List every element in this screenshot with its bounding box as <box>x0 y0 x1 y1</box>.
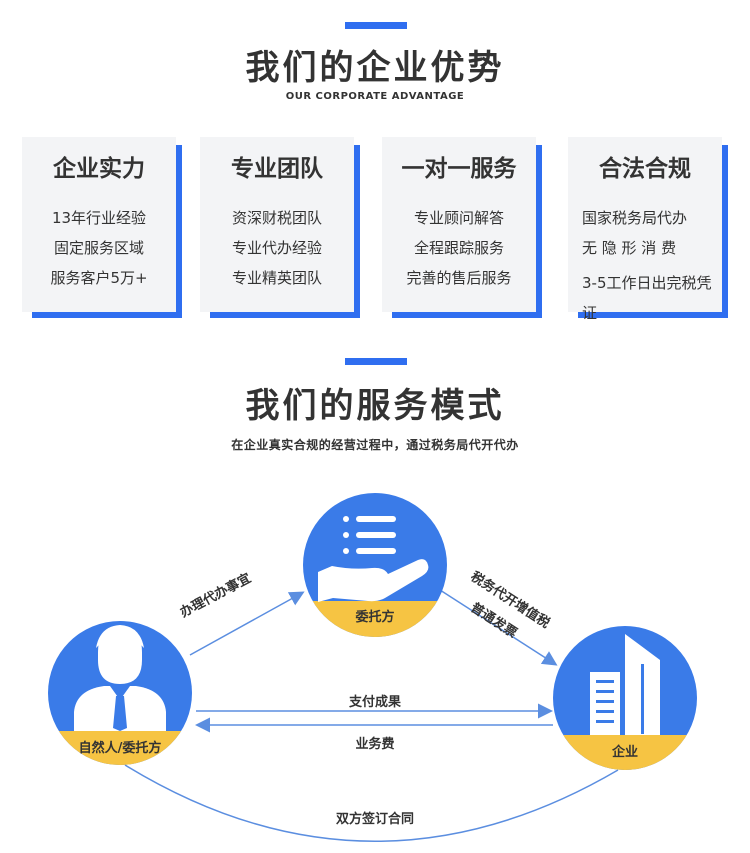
card-lines: 国家税务局代办 无 隐 形 消 费 3-5工作日出完税凭证 <box>568 203 722 328</box>
card-title: 合法合规 <box>599 156 691 182</box>
hand-icon <box>318 559 429 602</box>
card-line: 完善的售后服务 <box>406 269 512 287</box>
card-lines: 专业顾问解答 全程跟踪服务 完善的售后服务 <box>382 203 536 293</box>
building-icon <box>590 634 660 735</box>
section2-subtitle: 在企业真实合规的经营过程中，通过税务局代开代办 <box>231 438 519 452</box>
section2-title: 我们的服务模式 <box>245 386 505 426</box>
edge-contract-label: 双方签订合同 <box>335 812 414 827</box>
section1-subtitle: OUR CORPORATE ADVANTAGE <box>285 91 465 102</box>
advantage-card-one-on-one: 一对一服务 专业顾问解答 全程跟踪服务 完善的售后服务 <box>382 137 542 318</box>
card-title: 企业实力 <box>53 156 145 182</box>
card-line: 全程跟踪服务 <box>413 239 504 257</box>
card-face: 企业实力 13年行业经验 固定服务区域 服务客户5万+ <box>22 137 176 312</box>
card-line: 服务客户5万+ <box>50 269 148 287</box>
node-agent-label: 委托方 <box>355 610 395 625</box>
card-line: 专业顾问解答 <box>413 209 504 227</box>
person-icon <box>74 625 166 731</box>
card-line: 国家税务局代办 <box>582 209 688 227</box>
contract-curve <box>124 764 619 842</box>
card-line: 专业代办经验 <box>231 239 322 257</box>
card-title: 一对一服务 <box>401 156 517 182</box>
card-line: 固定服务区域 <box>53 239 144 257</box>
node-company-label: 企业 <box>611 745 638 760</box>
section1-accent-bar <box>345 22 407 29</box>
card-face: 专业团队 资深财税团队 专业代办经验 专业精英团队 <box>200 137 354 312</box>
card-line: 无 隐 形 消 费 <box>582 239 677 257</box>
card-line: 专业精英团队 <box>231 269 322 287</box>
card-line: 资深财税团队 <box>231 209 322 227</box>
arrow-client-to-agent <box>189 591 305 656</box>
card-title: 专业团队 <box>231 156 323 182</box>
advantage-card-compliance: 合法合规 国家税务局代办 无 隐 形 消 费 3-5工作日出完税凭证 <box>568 137 728 322</box>
card-face: 一对一服务 专业顾问解答 全程跟踪服务 完善的售后服务 <box>382 137 536 312</box>
card-lines: 资深财税团队 专业代办经验 专业精英团队 <box>200 203 354 293</box>
edge-pay-result-label: 支付成果 <box>348 695 401 710</box>
edge-service-fee-label: 业务费 <box>355 737 395 752</box>
section1-title: 我们的企业优势 <box>245 48 505 88</box>
advantage-card-strength: 企业实力 13年行业经验 固定服务区域 服务客户5万+ <box>22 137 182 318</box>
card-lines: 13年行业经验 固定服务区域 服务客户5万+ <box>22 203 176 293</box>
document-list-icon <box>343 516 396 554</box>
node-client-label: 自然人/委托方 <box>78 741 162 756</box>
card-line: 13年行业经验 <box>51 209 147 227</box>
section2-accent-bar <box>345 358 407 365</box>
card-face: 合法合规 国家税务局代办 无 隐 形 消 费 3-5工作日出完税凭证 <box>568 137 722 322</box>
card-line: 3-5工作日出完税凭证 <box>582 274 712 322</box>
arrow-agent-to-company <box>439 589 558 666</box>
advantage-card-team: 专业团队 资深财税团队 专业代办经验 专业精英团队 <box>200 137 360 318</box>
